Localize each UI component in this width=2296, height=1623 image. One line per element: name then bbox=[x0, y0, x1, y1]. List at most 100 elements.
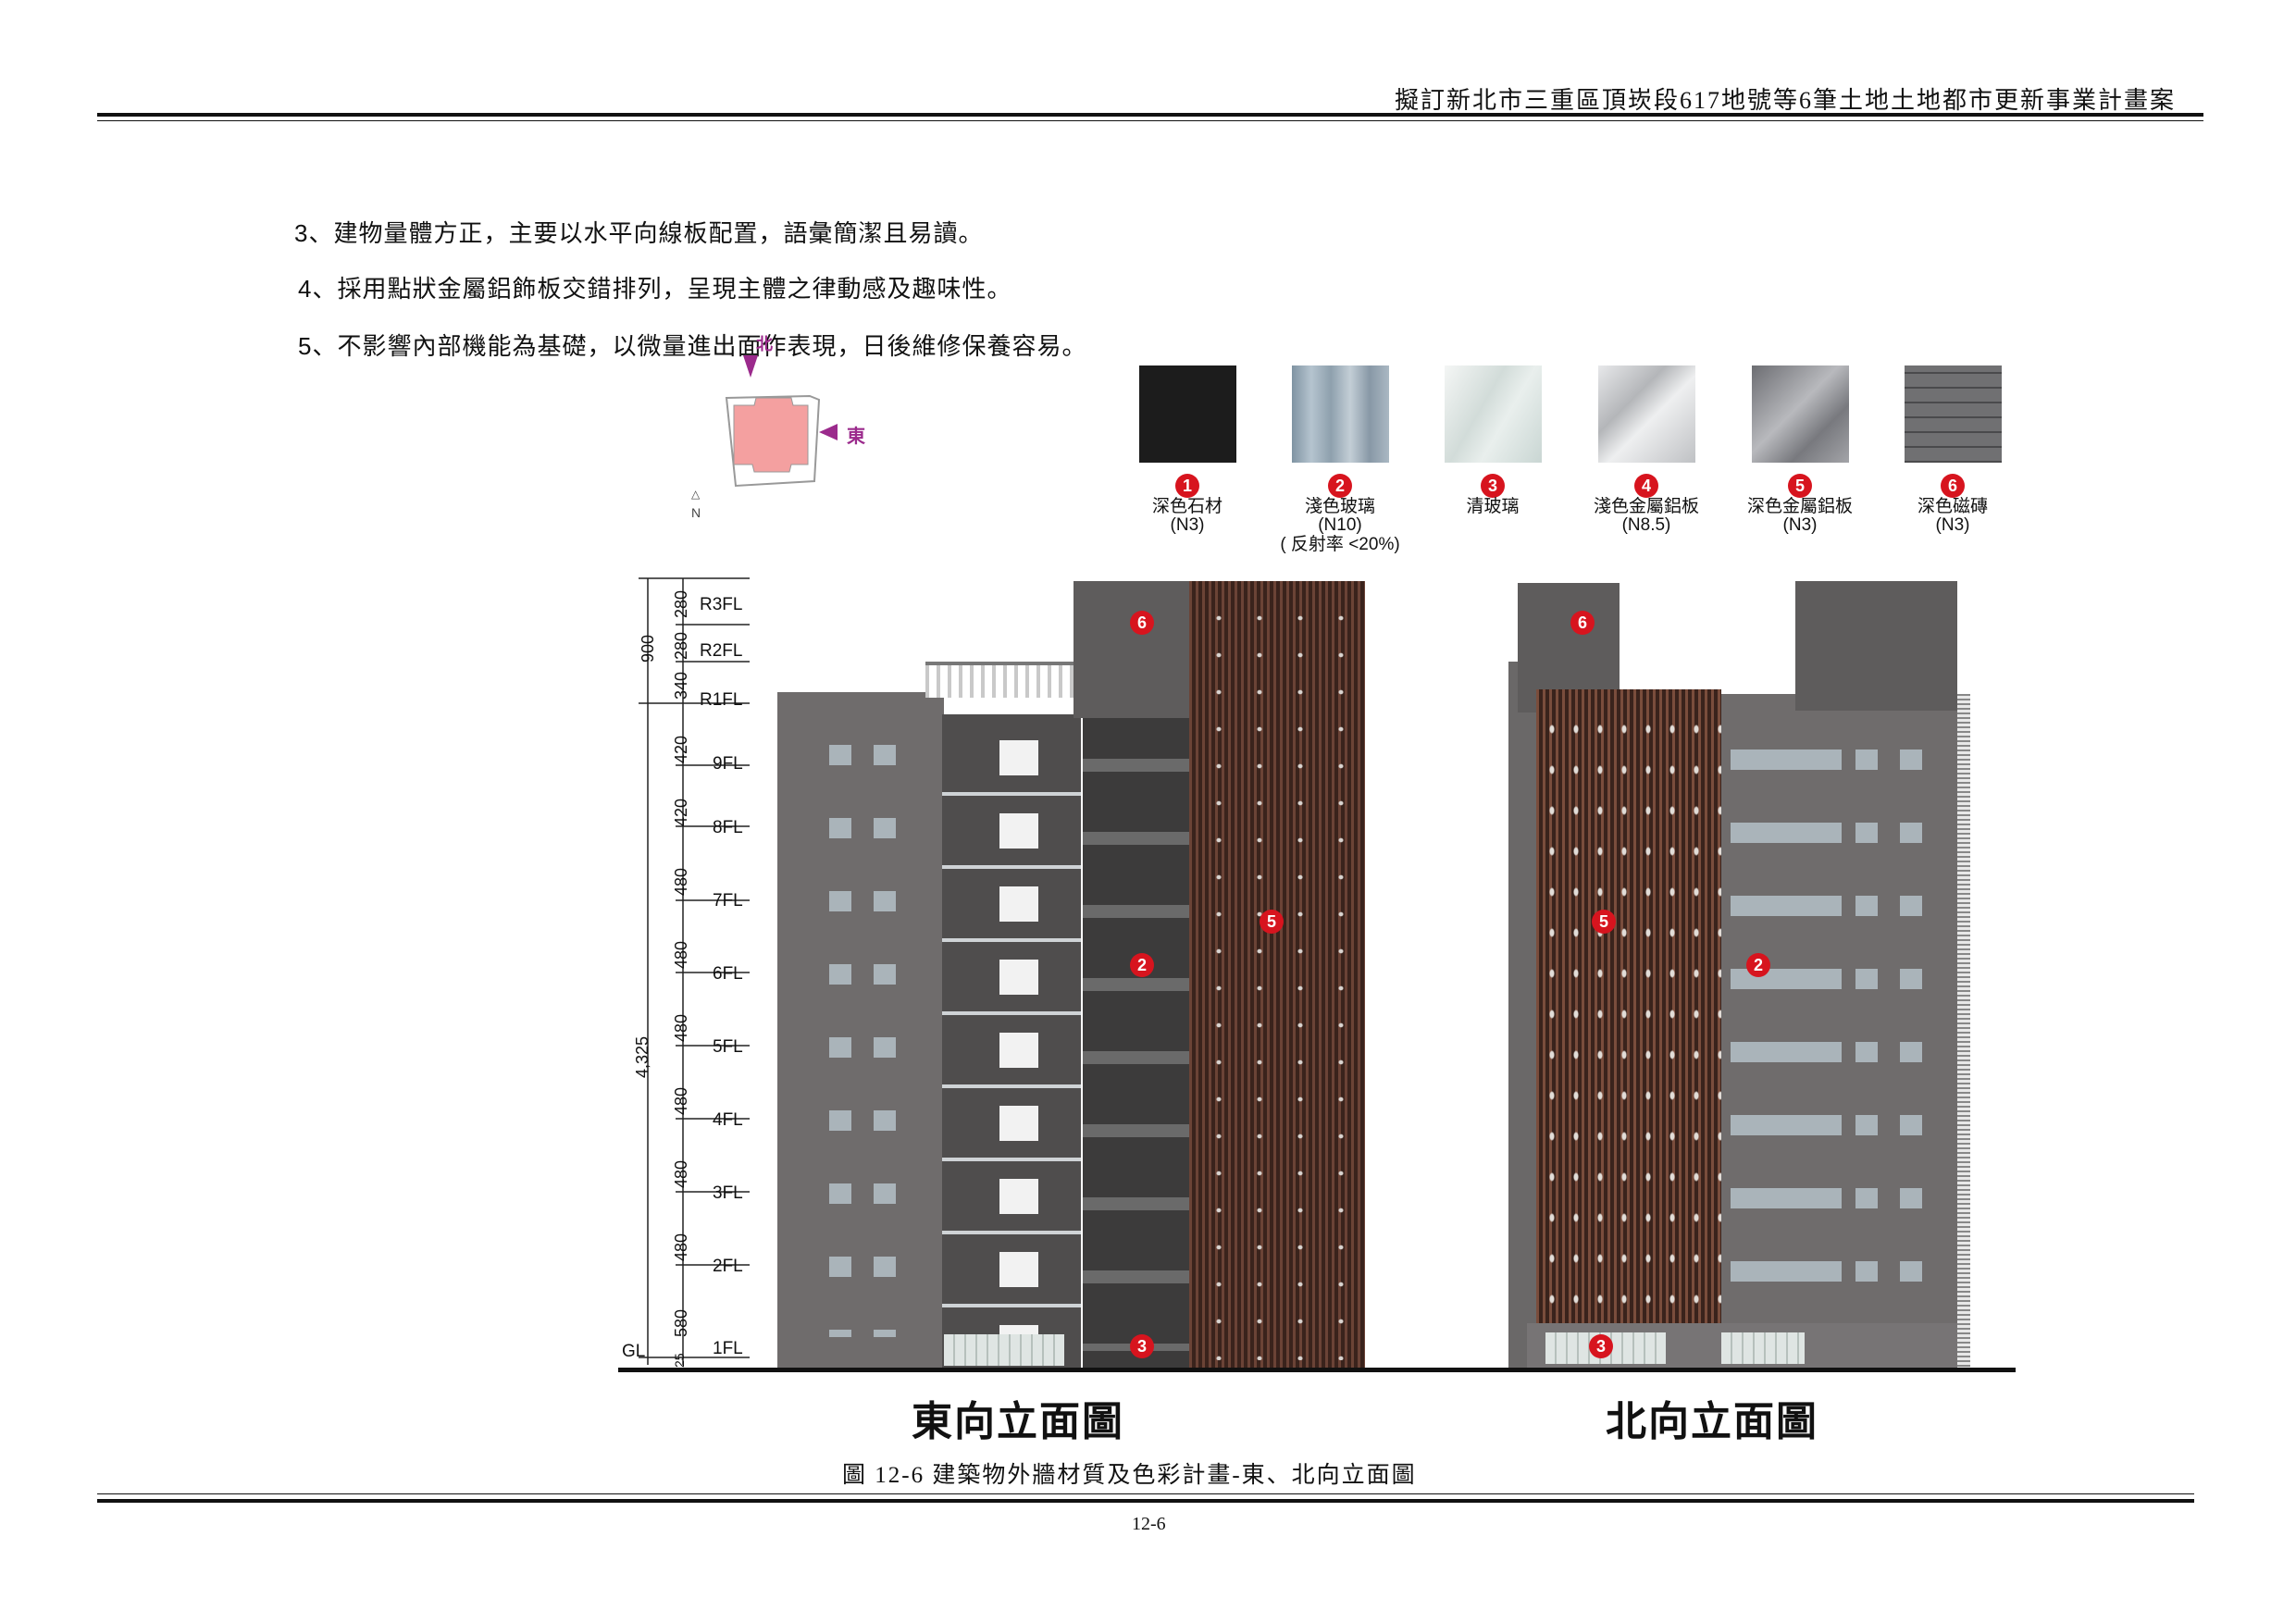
dim-seg-r1: 340 bbox=[672, 671, 690, 700]
east-column-bands bbox=[1083, 759, 1189, 1351]
north-marker-5: 5 bbox=[1592, 910, 1616, 934]
east-marker-5: 5 bbox=[1260, 910, 1284, 934]
legend-name-1: 深色石材 bbox=[1151, 497, 1222, 516]
key-plan: △ 北 東 N bbox=[680, 333, 893, 546]
swatch-dark-stone bbox=[1138, 365, 1236, 463]
bullet-3: 3、建物量體方正，主要以水平向線板配置，語彙簡潔且易讀。 bbox=[294, 219, 984, 247]
legend-item-5: 5 深色金屬鋁板 (N3) bbox=[1721, 365, 1879, 535]
floor-label-6fl: 6FL bbox=[713, 964, 743, 984]
floor-label-2fl: 2FL bbox=[713, 1257, 743, 1276]
north-elevation-drawing bbox=[1499, 574, 1980, 1369]
east-elevation-title: 東向立面圖 bbox=[912, 1399, 1124, 1444]
swatch-clear-glass bbox=[1444, 365, 1542, 463]
key-plan-drawing: △ bbox=[691, 355, 838, 501]
north-marker-6: 6 bbox=[1570, 611, 1595, 635]
north-marker-label: 北 bbox=[756, 335, 773, 353]
legend-name-4: 淺色金屬鋁板 bbox=[1593, 497, 1699, 516]
legend-num-1: 1 bbox=[1175, 474, 1199, 498]
document-header-title: 擬訂新北市三重區頂崁段617地號等6筆土地土地都市更新事業計畫案 bbox=[1394, 87, 2176, 114]
swatch-light-glass bbox=[1291, 365, 1389, 463]
north-ribbon-windows bbox=[1731, 750, 1842, 1332]
floor-label-7fl: 7FL bbox=[713, 891, 743, 911]
dim-seg-3: 480 bbox=[672, 1159, 690, 1188]
east-marker-3: 3 bbox=[1130, 1334, 1154, 1358]
legend-num-2: 2 bbox=[1328, 474, 1352, 498]
building-footprint bbox=[733, 397, 809, 473]
header-rule-thin bbox=[97, 120, 2203, 121]
header-rule-thick bbox=[97, 113, 2203, 117]
figure-caption: 圖 12-6 建築物外牆材質及色彩計畫-東、北向立面圖 bbox=[842, 1463, 1417, 1488]
east-balcony-doors bbox=[999, 740, 1038, 1342]
dim-seg-8: 420 bbox=[672, 798, 690, 826]
footer-rule-thick bbox=[97, 1499, 2194, 1503]
east-ground-glass bbox=[944, 1334, 1064, 1366]
legend-name-5: 深色金屬鋁板 bbox=[1746, 497, 1853, 516]
dim-seg-1: 580 bbox=[672, 1308, 690, 1337]
north-marker-2: 2 bbox=[1746, 953, 1770, 977]
bullet-4: 4、採用點狀金屬鋁飾板交錯排列，呈現主體之律動感及趣味性。 bbox=[298, 275, 1012, 303]
site-outline bbox=[725, 394, 821, 488]
north-roof-tower-right bbox=[1795, 581, 1957, 711]
legend-item-2: 2 淺色玻璃 (N10) ( 反射率 <20%) bbox=[1261, 365, 1419, 555]
dim-seg-4: 480 bbox=[672, 1086, 690, 1115]
legend-item-6: 6 深色磁磚 (N3) bbox=[1874, 365, 2031, 535]
legend-num-4: 4 bbox=[1634, 474, 1658, 498]
legend-name-6: 深色磁磚 bbox=[1917, 497, 1988, 516]
footer-rule-thin bbox=[97, 1493, 2194, 1494]
dim-seg-6: 480 bbox=[672, 940, 690, 969]
east-panel-dots bbox=[1189, 592, 1365, 1360]
floor-label-gl: GL bbox=[622, 1342, 646, 1361]
east-marker-6: 6 bbox=[1130, 611, 1154, 635]
floor-label-r3fl: R3FL bbox=[700, 595, 743, 614]
east-windows bbox=[829, 745, 917, 1337]
swatch-dark-tile bbox=[1904, 365, 2002, 463]
east-roof-railing bbox=[925, 662, 1074, 698]
legend-item-4: 4 淺色金屬鋁板 (N8.5) bbox=[1568, 365, 1725, 535]
floor-label-r1fl: R1FL bbox=[700, 690, 743, 710]
dim-seg-r3: 280 bbox=[672, 589, 690, 618]
legend-num-3: 3 bbox=[1481, 474, 1505, 498]
east-label: 東 bbox=[847, 427, 865, 447]
floor-label-5fl: 5FL bbox=[713, 1037, 743, 1057]
legend-num-5: 5 bbox=[1788, 474, 1812, 498]
legend-name-2: 淺色玻璃 bbox=[1304, 497, 1375, 516]
dim-seg-9: 420 bbox=[672, 735, 690, 763]
north-side-edge bbox=[1957, 694, 1970, 1368]
north-elevation-title: 北向立面圖 bbox=[1606, 1399, 1818, 1444]
dim-seg-5: 480 bbox=[672, 1013, 690, 1042]
east-roof-tower bbox=[1074, 581, 1189, 718]
legend-item-1: 1 深色石材 (N3) bbox=[1109, 365, 1266, 535]
floor-label-8fl: 8FL bbox=[713, 818, 743, 837]
legend-code-1: (N3) bbox=[1170, 515, 1205, 535]
legend-num-6: 6 bbox=[1941, 474, 1965, 498]
dim-top-total: 900 bbox=[639, 634, 657, 663]
dim-seg-2: 480 bbox=[672, 1233, 690, 1261]
north-marker-3: 3 bbox=[1589, 1334, 1613, 1358]
floor-label-1fl: 1FL bbox=[713, 1339, 743, 1358]
floor-label-3fl: 3FL bbox=[713, 1183, 743, 1203]
legend-code-6: (N3) bbox=[1935, 515, 1970, 535]
north-ground-glass-right bbox=[1721, 1332, 1805, 1364]
north-arrow-marker-icon bbox=[743, 355, 758, 378]
north-panel-dots bbox=[1536, 703, 1721, 1314]
legend-note-2: ( 反射率 <20%) bbox=[1280, 535, 1400, 554]
bullet-5: 5、不影響內部機能為基礎，以微量進出面作表現，日後維修保養容易。 bbox=[298, 332, 1087, 360]
east-marker-2: 2 bbox=[1130, 953, 1154, 977]
swatch-dark-aluminium bbox=[1751, 365, 1849, 463]
north-window-pairs bbox=[1855, 750, 1922, 1332]
dim-seg-7: 480 bbox=[672, 867, 690, 896]
dim-main-total: 4,325 bbox=[633, 1035, 652, 1078]
ground-line bbox=[618, 1368, 2016, 1372]
dim-seg-r2: 280 bbox=[672, 631, 690, 660]
page-number: 12-6 bbox=[1132, 1514, 1166, 1534]
legend-code-2: (N10) bbox=[1318, 515, 1362, 535]
east-arrow-marker-icon bbox=[819, 424, 838, 440]
floor-label-r2fl: R2FL bbox=[700, 641, 743, 661]
east-elevation-drawing bbox=[777, 574, 1370, 1369]
floor-label-4fl: 4FL bbox=[713, 1110, 743, 1130]
legend-item-3: 3 清玻璃 bbox=[1414, 365, 1571, 516]
dim-seg-gl: 25 bbox=[672, 1353, 687, 1368]
legend-name-3: 清玻璃 bbox=[1466, 497, 1520, 516]
legend-code-4: (N8.5) bbox=[1621, 515, 1671, 535]
north-letter: N bbox=[691, 505, 701, 520]
